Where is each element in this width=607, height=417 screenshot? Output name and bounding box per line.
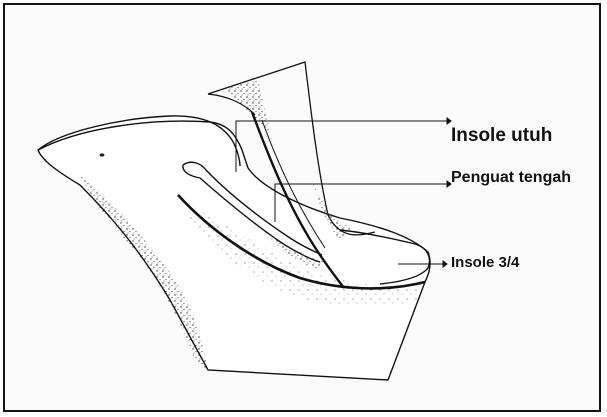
label-insole-utuh: Insole utuh <box>451 126 552 145</box>
label-insole-3-4: Insole 3/4 <box>451 255 519 270</box>
arrow-insole-3-4 <box>443 261 447 267</box>
arrow-insole-utuh <box>447 118 451 124</box>
label-penguat-tengah: Penguat tengah <box>451 170 571 186</box>
shoe-last-body <box>38 121 430 380</box>
